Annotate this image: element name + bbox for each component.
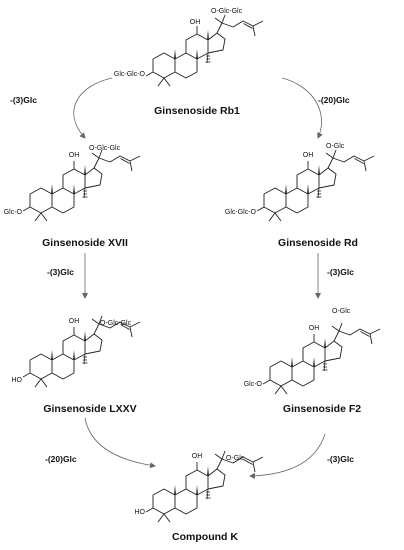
- svg-text:-(3)Glc: -(3)Glc: [327, 454, 354, 464]
- svg-text:O-Glc-Glc: O-Glc-Glc: [100, 320, 132, 327]
- svg-text:OH: OH: [190, 19, 201, 26]
- structure-ck: OH O-Glc HO Compound K: [135, 450, 264, 543]
- svg-text:HO: HO: [135, 509, 146, 516]
- structure-lxxv: OH O-Glc-Glc HO Ginsenoside LXXV: [12, 315, 141, 415]
- arrow-rb1-to-xvii: -(3)Glc: [10, 77, 113, 139]
- label-xvii: Ginsenoside XVII: [42, 237, 128, 249]
- svg-text:O-Glc-Glc: O-Glc-Glc: [211, 8, 243, 15]
- arrow-f2-to-ck: -(3)Glc: [249, 433, 354, 479]
- arrow-rb1-to-rd: -(20)Glc: [281, 77, 350, 139]
- svg-text:HO: HO: [12, 377, 23, 384]
- svg-text:O-Glc: O-Glc: [226, 455, 245, 462]
- arrow-rd-to-f2: -(3)Glc: [315, 253, 354, 299]
- svg-text:Glc-Glc-O: Glc-Glc-O: [225, 209, 257, 216]
- label-rb1: Ginsenoside Rb1: [154, 105, 240, 117]
- svg-text:OH: OH: [69, 152, 80, 159]
- svg-text:OH: OH: [192, 453, 203, 460]
- svg-text:-(3)Glc: -(3)Glc: [327, 267, 354, 277]
- structure-f2: OH O-Glc Glc-O Ginsenoside F2: [244, 308, 381, 415]
- label-lxxv: Ginsenoside LXXV: [43, 403, 136, 415]
- structure-xvii: OH O-Glc-Glc Glc-O Ginsenoside XVII: [4, 145, 141, 249]
- svg-text:-(3)Glc: -(3)Glc: [47, 267, 74, 277]
- svg-text:-(3)Glc: -(3)Glc: [10, 95, 37, 105]
- svg-text:OH: OH: [309, 325, 320, 332]
- svg-text:O-Glc: O-Glc: [332, 308, 351, 315]
- label-compound-k: Compound K: [172, 531, 238, 543]
- label-rd: Ginsenoside Rd: [278, 237, 358, 249]
- label-f2: Ginsenoside F2: [283, 403, 361, 415]
- svg-text:Glc-Glc-O: Glc-Glc-O: [114, 71, 146, 78]
- svg-text:Glc-O: Glc-O: [4, 209, 23, 216]
- structure-rd: OH O-Glc Glc-Glc-O Ginsenoside Rd: [225, 143, 375, 249]
- svg-text:-(20)Glc: -(20)Glc: [318, 95, 350, 105]
- svg-text:O-Glc-Glc: O-Glc-Glc: [89, 145, 121, 152]
- svg-text:Glc-O: Glc-O: [244, 381, 263, 388]
- svg-text:OH: OH: [303, 152, 314, 159]
- arrow-xvii-to-lxxv: -(3)Glc: [47, 253, 88, 299]
- structure-rb1: OH O-Glc-Glc Glc-Glc-O Ginsenoside Rb1: [114, 8, 264, 117]
- svg-text:OH: OH: [69, 318, 80, 325]
- svg-text:O-Glc: O-Glc: [326, 143, 345, 150]
- arrow-lxxv-to-ck: -(20)Glc: [45, 417, 156, 469]
- svg-text:-(20)Glc: -(20)Glc: [45, 454, 77, 464]
